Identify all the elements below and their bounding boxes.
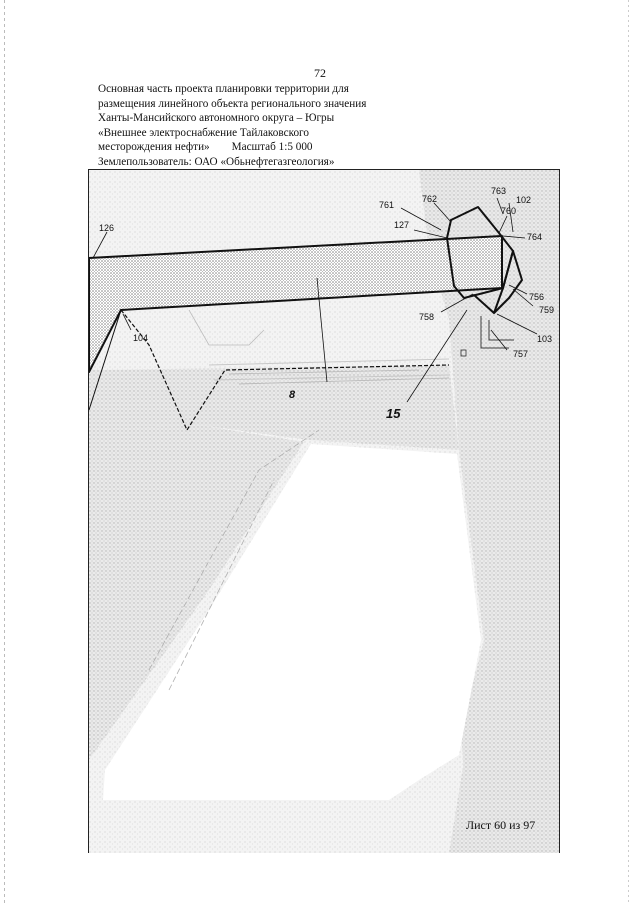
boundary-line-left [89,309,122,411]
small-structure [460,349,467,357]
point-label-104: 104 [133,333,148,343]
point-label-127: 127 [394,220,409,230]
point-label-760: 760 [501,206,516,216]
blank-area [103,444,481,800]
point-label-763: 763 [491,186,506,196]
title-last-line: месторождения нефти» [98,141,210,154]
planning-map: 126 104 761 762 763 102 760 127 764 756 … [89,170,559,853]
document-header: Основная часть проекта планировки террит… [98,82,458,170]
road-lines-upper-2 [228,369,450,385]
map-scale: Масштаб 1:5 000 [231,141,313,154]
structure-outline-757 [480,316,514,349]
title-line-5: месторождения нефти» Масштаб 1:5 000 [98,140,458,155]
land-allotment-area-15-bottom [473,250,523,314]
title-line-2: размещения линейного объекта регионально… [98,97,367,110]
terrain-corridor-upper [89,365,459,450]
point-label-103: 103 [537,334,552,344]
land-allotment-area-8 [89,235,503,373]
point-label-756: 756 [529,292,544,302]
page-edge-line-right [628,0,629,905]
terrain-band-bottom [449,690,559,853]
page-number: 72 [314,66,326,80]
area-label-8: 8 [289,389,296,401]
map-frame: 126 104 761 762 763 102 760 127 764 756 … [88,169,560,853]
point-label-758: 758 [419,312,434,322]
land-user: Землепользователь: ОАО «Обьнефтегазгеоло… [98,155,335,168]
title-line-3: Ханты-Мансийского автономного округа – Ю… [98,112,335,125]
sheet-number: Лист 60 из 97 [466,818,536,832]
point-label-761: 761 [379,200,394,210]
point-label-126: 126 [99,223,114,233]
terrain-band-left [89,425,304,760]
road-lines-diagonal [148,429,320,691]
point-label-764: 764 [527,232,542,242]
road-lines-upper [208,358,450,381]
creek-line [188,309,265,346]
boundary-line-104 [120,309,450,432]
title-line-1: Основная часть проекта планировки террит… [98,83,349,95]
point-label-759: 759 [539,305,554,315]
point-label-762: 762 [422,194,437,204]
point-label-102: 102 [516,195,531,205]
leader-lines [92,197,538,403]
terrain-band-right [419,170,559,853]
point-label-757: 757 [513,349,528,359]
title-line-4: «Внешнее электроснабжение Тайлаковского [98,126,309,139]
page-edge-line-left [4,0,5,905]
area-label-15: 15 [386,406,401,421]
